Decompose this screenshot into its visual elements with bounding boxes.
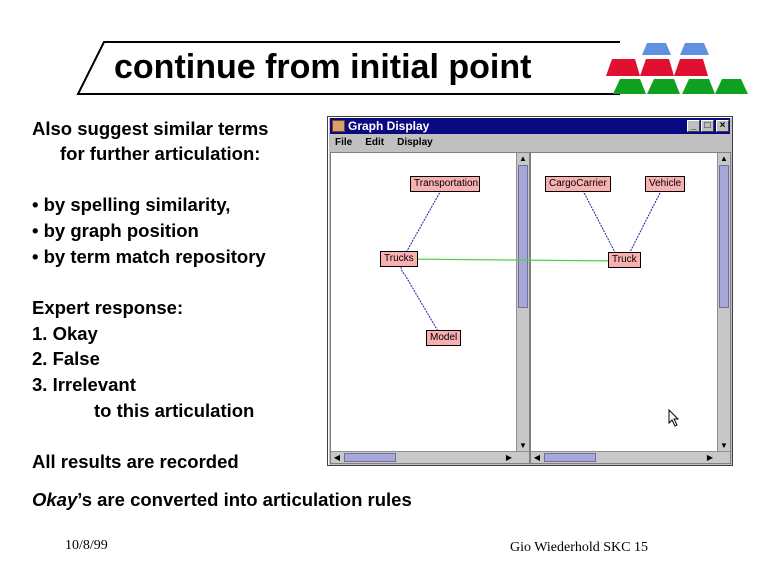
body-text: for further articulation: [60,143,261,164]
scroll-thumb[interactable] [544,453,596,462]
logo-icon [606,43,748,94]
slide-title: continue from initial point [114,48,532,86]
left-graph-pane[interactable]: ▲ ▼ ◀ ▶ [330,152,530,464]
footer-date: 10/8/99 [65,538,108,553]
close-button[interactable]: × [716,120,729,132]
scroll-down-icon[interactable]: ▼ [718,440,730,451]
scroll-left-icon[interactable]: ◀ [531,452,543,463]
scroll-right-icon[interactable]: ▶ [704,452,716,463]
node-truck[interactable]: Truck [608,252,641,268]
menu-edit[interactable]: Edit [365,137,385,148]
window-titlebar[interactable]: Graph Display _ □ × [330,118,730,134]
scroll-thumb[interactable] [719,165,729,308]
bullet-item: • by term match repository [32,246,266,267]
window-title: Graph Display [348,119,430,133]
scroll-down-icon[interactable]: ▼ [517,440,529,451]
left-vertical-scrollbar[interactable]: ▲ ▼ [516,153,529,451]
node-cargocarrier[interactable]: CargoCarrier [545,176,611,192]
bullet-item: • by spelling similarity, [32,194,231,215]
body-text: All results are recorded [32,451,239,472]
node-vehicle[interactable]: Vehicle [645,176,686,192]
body-text: Expert response: [32,297,184,318]
footer-author: Gio Wiederhold SKC 15 [510,540,649,555]
list-item: to this articulation [94,400,255,421]
mouse-cursor-icon [668,409,680,427]
minimize-button[interactable]: _ [687,120,700,132]
list-item: 1. Okay [32,323,98,344]
scroll-thumb[interactable] [518,165,528,308]
menu-bar: File Edit Display [330,135,730,151]
scroll-up-icon[interactable]: ▲ [517,153,529,164]
right-graph-pane[interactable]: ▲ ▼ ◀ ▶ [530,152,731,464]
list-item: 3. Irrelevant [32,374,136,395]
list-item: 2. False [32,348,100,369]
node-model[interactable]: Model [426,330,462,346]
okay-rest: ’s are converted into articulation rules [77,489,412,510]
menu-display[interactable]: Display [397,137,433,148]
body-text: Also suggest similar terms [32,118,269,139]
scroll-thumb[interactable] [344,453,396,462]
body-text: Okay’s are converted into articulation r… [32,489,412,511]
node-transportation[interactable]: Transportation [410,176,480,192]
bullet-item: • by graph position [32,220,199,241]
node-trucks[interactable]: Trucks [380,251,418,267]
scroll-left-icon[interactable]: ◀ [331,452,343,463]
left-horizontal-scrollbar[interactable]: ◀ ▶ [331,451,529,463]
right-horizontal-scrollbar[interactable]: ◀ ▶ [531,451,730,463]
scroll-up-icon[interactable]: ▲ [718,153,730,164]
okay-word: Okay [32,489,78,510]
app-icon [332,120,345,132]
menu-file[interactable]: File [335,137,353,148]
scroll-right-icon[interactable]: ▶ [503,452,515,463]
title-banner [76,41,748,95]
right-vertical-scrollbar[interactable]: ▲ ▼ [717,153,730,451]
maximize-button[interactable]: □ [701,120,714,132]
